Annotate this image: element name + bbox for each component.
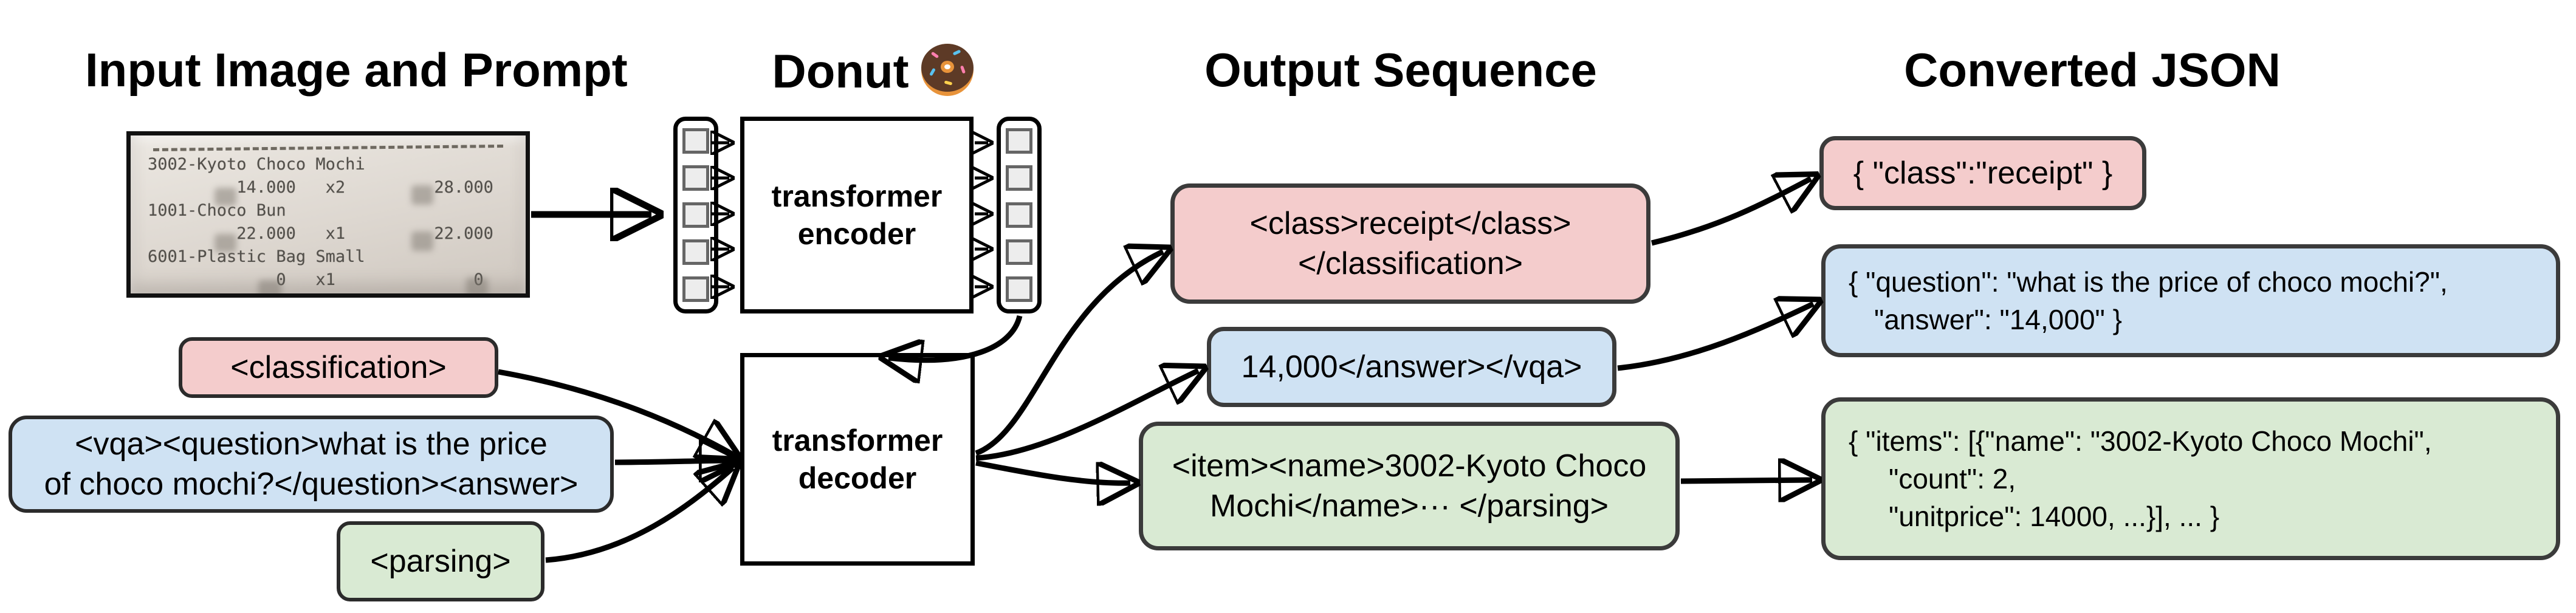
prompt-classification-text: <classification>: [230, 350, 447, 385]
arrow-vqa-prompt-to-decoder: [614, 461, 733, 462]
json-parsing-box: { "items": [{"name": "3002-Kyoto Choco M…: [1821, 397, 2560, 560]
json-parsing-line2: "count": 2,: [1889, 463, 2016, 495]
patch-token: [682, 202, 709, 228]
feature-token: [1006, 276, 1032, 302]
json-classification-box: { "class":"receipt" }: [1819, 136, 2146, 210]
transformer-decoder-label: transformer decoder: [772, 423, 943, 495]
prompt-vqa-box: <vqa><question>what is the price of choc…: [9, 416, 614, 513]
encoded-feature-tokens: [997, 117, 1042, 313]
redacted-blur: [215, 188, 236, 206]
arrow-decoder-to-parsing-output: [975, 460, 1130, 483]
redacted-blur: [258, 280, 281, 293]
receipt-line: 3002-Kyoto Choco Mochi: [148, 155, 365, 174]
receipt-line: 0 x1 0: [148, 270, 484, 289]
patch-token: [682, 276, 709, 302]
output-classification-box: <class>receipt</class> </classification>: [1170, 183, 1650, 304]
heading-donut-label: Donut: [772, 44, 909, 98]
transformer-decoder-box: transformer decoder: [740, 353, 975, 566]
arrow-classification-output-to-json: [1650, 179, 1811, 246]
output-classification-line2: </classification>: [1298, 246, 1523, 281]
arrow-vqa-output-to-json: [1617, 304, 1813, 371]
feature-token: [1006, 165, 1032, 191]
json-classification-text: { "class":"receipt" }: [1853, 156, 2113, 191]
output-parsing-line2: Mochi</name>··· </parsing>: [1209, 488, 1609, 524]
transformer-encoder-box: transformer encoder: [740, 117, 974, 313]
prompt-vqa-text-line2: of choco mochi?</question><answer>: [44, 467, 579, 502]
heading-output-sequence: Output Sequence: [1204, 43, 1597, 97]
receipt-line: 22.000 x1 22.000: [148, 224, 493, 243]
prompt-vqa-text-line1: <vqa><question>what is the price: [75, 426, 548, 462]
json-vqa-line1: { "question": "what is the price of choc…: [1849, 266, 2448, 298]
patch-token: [682, 128, 709, 154]
json-parsing-line1: { "items": [{"name": "3002-Kyoto Choco M…: [1849, 425, 2432, 457]
input-receipt-image: 3002-Kyoto Choco Mochi 14.000 x2 28.000 …: [126, 131, 530, 298]
receipt-dashed-separator: [153, 294, 503, 298]
redacted-blur: [411, 185, 433, 205]
redacted-blur: [411, 231, 433, 251]
heading-input-image-and-prompt: Input Image and Prompt: [85, 43, 628, 97]
feature-token: [1006, 239, 1032, 265]
transformer-encoder-label: transformer encoder: [771, 179, 943, 251]
image-patch-tokens: [673, 117, 718, 313]
output-vqa-text: 14,000</answer></vqa>: [1241, 349, 1582, 385]
output-classification-line1: <class>receipt</class>: [1249, 206, 1571, 241]
redacted-blur: [215, 234, 236, 252]
feature-token: [1006, 128, 1032, 154]
receipt-dashed-separator: [153, 144, 504, 152]
patch-token: [682, 165, 709, 191]
output-vqa-box: 14,000</answer></vqa>: [1207, 327, 1616, 407]
json-vqa-line2: "answer": "14,000" }: [1874, 304, 2123, 335]
prompt-classification-box: <classification>: [179, 337, 498, 398]
json-vqa-box: { "question": "what is the price of choc…: [1821, 244, 2560, 357]
receipt-line: 6001-Plastic Bag Small: [148, 247, 365, 266]
receipt-line: 14.000 x2 28.000: [148, 178, 493, 197]
donut-icon: [921, 44, 974, 96]
arrow-parsing-output-to-json: [1680, 480, 1812, 481]
heading-converted-json: Converted JSON: [1904, 43, 2281, 97]
receipt-line: 1001-Choco Bun: [148, 201, 286, 220]
heading-donut: Donut: [721, 44, 1025, 97]
prompt-parsing-text: <parsing>: [370, 544, 511, 579]
json-parsing-line3: "unitprice": 14000, ...}], ... }: [1889, 501, 2220, 532]
output-parsing-box: <item><name>3002-Kyoto Choco Mochi</name…: [1139, 422, 1680, 550]
prompt-parsing-box: <parsing>: [337, 521, 544, 601]
feature-token: [1006, 202, 1032, 228]
redacted-blur: [466, 278, 488, 293]
output-parsing-line1: <item><name>3002-Kyoto Choco: [1172, 448, 1647, 484]
patch-token: [682, 239, 709, 265]
